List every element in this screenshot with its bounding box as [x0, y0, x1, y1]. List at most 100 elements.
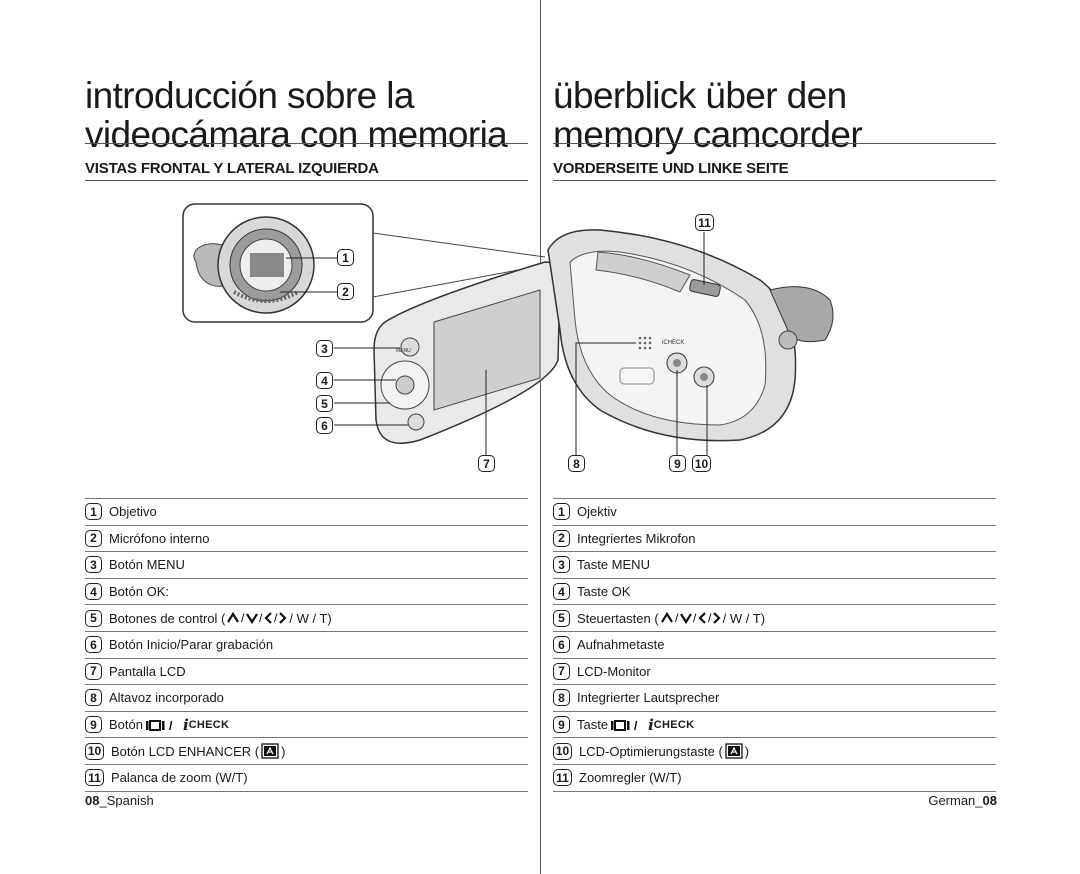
- item-text: Integrierter Lautsprecher: [577, 690, 720, 706]
- item-text: Integriertes Mikrofon: [577, 530, 696, 546]
- item-text: Aufnahmetaste: [577, 637, 665, 653]
- item-text: Botón MENU: [109, 557, 185, 573]
- item-number: 4: [553, 583, 570, 601]
- item-number: 11: [85, 769, 104, 787]
- callout-7: 7: [478, 455, 495, 472]
- item-number: 6: [553, 636, 570, 654]
- legend-row: 6 Botón Inicio/Parar grabación: [85, 632, 528, 659]
- svg-text:/: /: [259, 611, 263, 625]
- legend-row: 5 Steuertasten ( / / / / W / T): [553, 605, 996, 632]
- item-number: 1: [553, 503, 570, 521]
- item-number: 9: [85, 716, 102, 734]
- legend-row: 11 Palanca de zoom (W/T): [85, 765, 528, 792]
- lcd-enhancer-icon: [725, 743, 743, 759]
- page-number: 08: [85, 793, 100, 808]
- item-number: 4: [85, 583, 102, 601]
- item-text: Taste OK: [577, 584, 631, 600]
- item-text: Botón: [109, 717, 143, 733]
- footer-language: _Spanish: [99, 793, 154, 808]
- footer-language: German_: [928, 793, 983, 808]
- section-heading-spanish: VISTAS FRONTAL Y LATERAL IZQUIERDA: [85, 160, 379, 177]
- icheck-icon: i: [182, 715, 189, 734]
- legend-row: 4 Botón OK:: [85, 579, 528, 606]
- item-text: Objetivo: [109, 504, 157, 520]
- callout-3: 3: [316, 340, 333, 357]
- section-heading-german: VORDERSEITE UND LINKE SEITE: [553, 160, 789, 177]
- callout-5: 5: [316, 395, 333, 412]
- callout-9: 9: [669, 455, 686, 472]
- title-rule-right: [553, 143, 996, 144]
- item-text: Taste MENU: [577, 557, 650, 573]
- svg-text:/: /: [634, 719, 638, 732]
- svg-text:/: /: [708, 611, 712, 625]
- item-text: Ojektiv: [577, 504, 617, 520]
- callout-8: 8: [568, 455, 585, 472]
- footer-german: German_08: [928, 793, 997, 808]
- legend-row: 10 LCD-Optimierungstaste ( ): [553, 738, 996, 765]
- legend-row: 6 Aufnahmetaste: [553, 632, 996, 659]
- item-text: Botón LCD ENHANCER (: [111, 743, 260, 759]
- item-number: 1: [85, 503, 102, 521]
- item-number: 9: [553, 716, 570, 734]
- footer-spanish: 08_Spanish: [85, 793, 154, 808]
- page-title-spanish: introducción sobre la videocámara con me…: [85, 75, 508, 155]
- item-number: 5: [553, 609, 570, 627]
- item-text: Taste: [577, 717, 609, 733]
- item-text: Botón Inicio/Parar grabación: [109, 637, 274, 653]
- item-number: 2: [85, 529, 102, 547]
- callout-11: 11: [695, 214, 714, 231]
- item-text-suffix: ): [281, 743, 286, 759]
- lcd-menu-label: MENU: [396, 348, 411, 354]
- display-icon: /: [145, 719, 173, 732]
- item-text: Palanca de zoom (W/T): [111, 770, 248, 786]
- item-text: LCD-Monitor: [577, 663, 651, 679]
- camcorder-illustration: MENU iCHECK: [182, 203, 834, 455]
- item-number: 3: [553, 556, 570, 574]
- item-text-suffix: / W / T): [722, 610, 766, 626]
- page-title-german: überblick über den memory camcorder: [553, 75, 863, 155]
- legend-row: 8 Altavoz incorporado: [85, 685, 528, 712]
- item-text-suffix: / W / T): [289, 610, 332, 626]
- item-number: 6: [85, 636, 102, 654]
- item-text: Botón OK:: [109, 584, 169, 600]
- callout-4: 4: [316, 372, 333, 389]
- legend-german: 1 Ojektiv 2 Integriertes Mikrofon 3 Taste M…: [553, 498, 996, 792]
- item-number: 3: [85, 556, 102, 574]
- item-text: LCD-Optimierungstaste (: [579, 743, 723, 759]
- icheck-icon: i: [648, 715, 654, 734]
- svg-text:/: /: [241, 611, 245, 625]
- item-number: 8: [85, 689, 102, 707]
- item-number: 7: [85, 662, 102, 680]
- callout-6: 6: [316, 417, 333, 434]
- item-number: 8: [553, 689, 570, 707]
- svg-text:/: /: [693, 611, 697, 625]
- center-divider: [540, 0, 541, 874]
- callout-2: 2: [337, 283, 354, 300]
- item-number: 2: [553, 529, 570, 547]
- item-text-suffix: CHECK: [653, 718, 695, 731]
- item-text: Altavoz incorporado: [109, 690, 224, 706]
- item-text-suffix: ): [744, 743, 750, 759]
- icheck-body-label: iCHECK: [662, 340, 684, 346]
- item-text-suffix: CHECK: [188, 718, 230, 731]
- svg-text:/: /: [274, 611, 278, 625]
- callout-10: 10: [692, 455, 711, 472]
- svg-text:/: /: [675, 611, 679, 625]
- control-arrows-icon: / / /: [227, 611, 287, 625]
- legend-row: 1 Objetivo: [85, 498, 528, 526]
- page-number: 08: [982, 793, 997, 808]
- item-number: 10: [553, 742, 572, 760]
- item-number: 5: [85, 609, 102, 627]
- legend-row: 4 Taste OK: [553, 579, 996, 606]
- item-text: Zoomregler (W/T): [579, 770, 682, 786]
- heading-rule-right: [553, 180, 996, 181]
- item-text: Steuertasten (: [577, 610, 659, 626]
- legend-row: 3 Taste MENU: [553, 552, 996, 579]
